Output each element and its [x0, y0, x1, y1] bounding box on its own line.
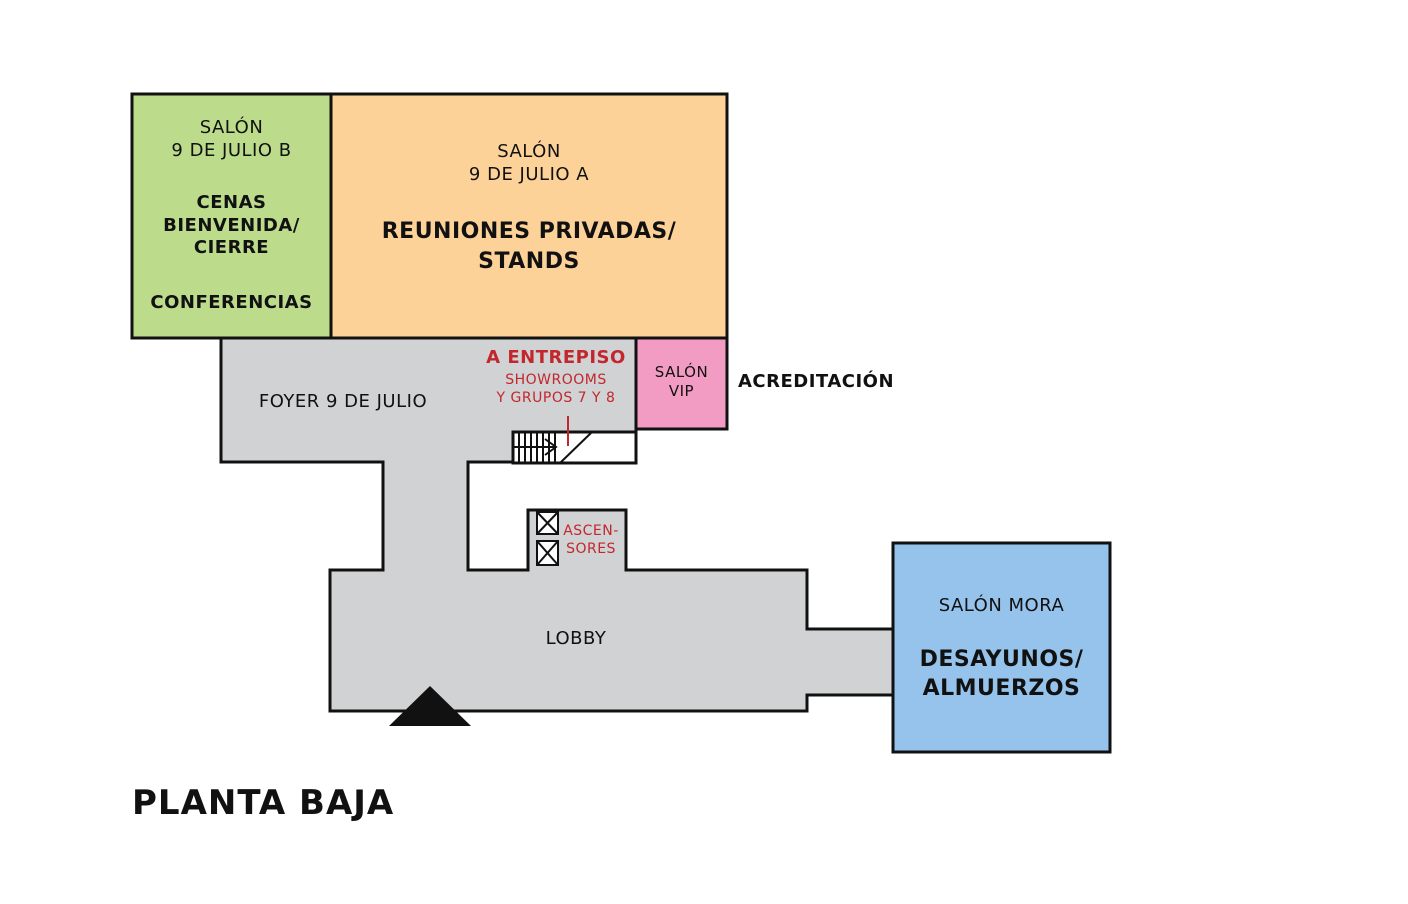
salon-vip-label: SALÓN VIP [636, 363, 727, 401]
salon-b-use: CENAS BIENVENIDA/ CIERRE [132, 192, 331, 260]
ascensores-1: ASCEN- [563, 523, 619, 539]
entrance-icon [389, 686, 471, 726]
salon-vip-2: VIP [668, 381, 695, 400]
entrepiso-detail: SHOWROOMS Y GRUPOS 7 Y 8 [476, 372, 636, 407]
foyer-label: FOYER 9 DE JULIO [258, 391, 428, 412]
room-salon-vip [634, 336, 729, 431]
salon-b-use-3: CIERRE [193, 237, 270, 258]
entrepiso-line-2: Y GRUPOS 7 Y 8 [496, 389, 616, 406]
salon-b-label: SALÓN 9 DE JULIO B [132, 117, 331, 162]
ascensores-label: ASCEN- SORES [558, 522, 624, 558]
ascensores-2: SORES [566, 541, 616, 558]
salon-a-label: SALÓN 9 DE JULIO A [331, 141, 727, 186]
room-salon-mora [891, 541, 1112, 754]
salon-b-use-conferencias: CONFERENCIAS [150, 292, 313, 313]
salon-vip-1: SALÓN [654, 363, 709, 381]
stairs-icon [513, 431, 593, 464]
lobby-label: LOBBY [545, 628, 607, 649]
page-title: PLANTA BAJA [132, 783, 395, 823]
salon-mora-use-2: ALMUERZOS [922, 675, 1081, 701]
salon-b-name-1: SALÓN [199, 117, 264, 138]
salon-a-use-1: REUNIONES PRIVADAS/ [381, 219, 677, 244]
salon-a-name-1: SALÓN [497, 141, 561, 162]
room-salon-b [130, 92, 333, 340]
entrepiso-title: A ENTREPISO [486, 347, 626, 368]
salon-b-use-2: BIENVENIDA/ [163, 214, 300, 236]
salon-b-use-1: CENAS [196, 192, 267, 213]
salon-a-use-2: STANDS [478, 248, 580, 274]
elevator-icon [536, 511, 559, 566]
acreditacion-label: ACREDITACIÓN [738, 371, 895, 392]
room-salon-a [329, 92, 729, 340]
salon-b-name-2: 9 DE JULIO B [171, 139, 292, 161]
salon-mora-use-1: DESAYUNOS/ [919, 647, 1084, 672]
salon-a-use: REUNIONES PRIVADAS/ STANDS [331, 217, 727, 276]
entrepiso-line-1: SHOWROOMS [505, 372, 607, 388]
salon-a-name-2: 9 DE JULIO A [468, 163, 590, 185]
salon-mora-use: DESAYUNOS/ ALMUERZOS [893, 646, 1110, 703]
salon-mora-name: SALÓN MORA [938, 595, 1065, 616]
